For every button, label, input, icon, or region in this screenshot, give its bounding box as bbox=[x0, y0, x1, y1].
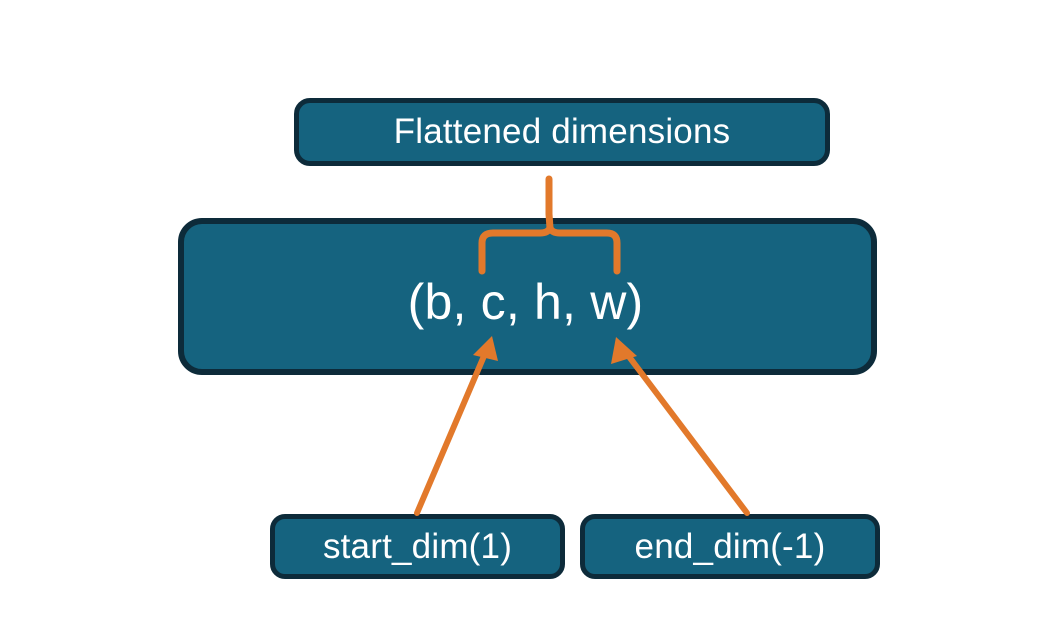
node-end-dim-label: end_dim(-1) bbox=[634, 526, 826, 566]
node-start-dim[interactable]: start_dim(1) bbox=[270, 514, 565, 579]
node-flattened-dimensions[interactable]: Flattened dimensions bbox=[294, 98, 830, 166]
node-end-dim[interactable]: end_dim(-1) bbox=[580, 514, 880, 579]
node-tensor-shape[interactable]: (b, c, h, w) bbox=[178, 218, 877, 375]
node-start-dim-label: start_dim(1) bbox=[322, 526, 513, 566]
node-flattened-dimensions-label: Flattened dimensions bbox=[393, 112, 731, 151]
node-tensor-shape-label: (b, c, h, w) bbox=[407, 274, 644, 330]
